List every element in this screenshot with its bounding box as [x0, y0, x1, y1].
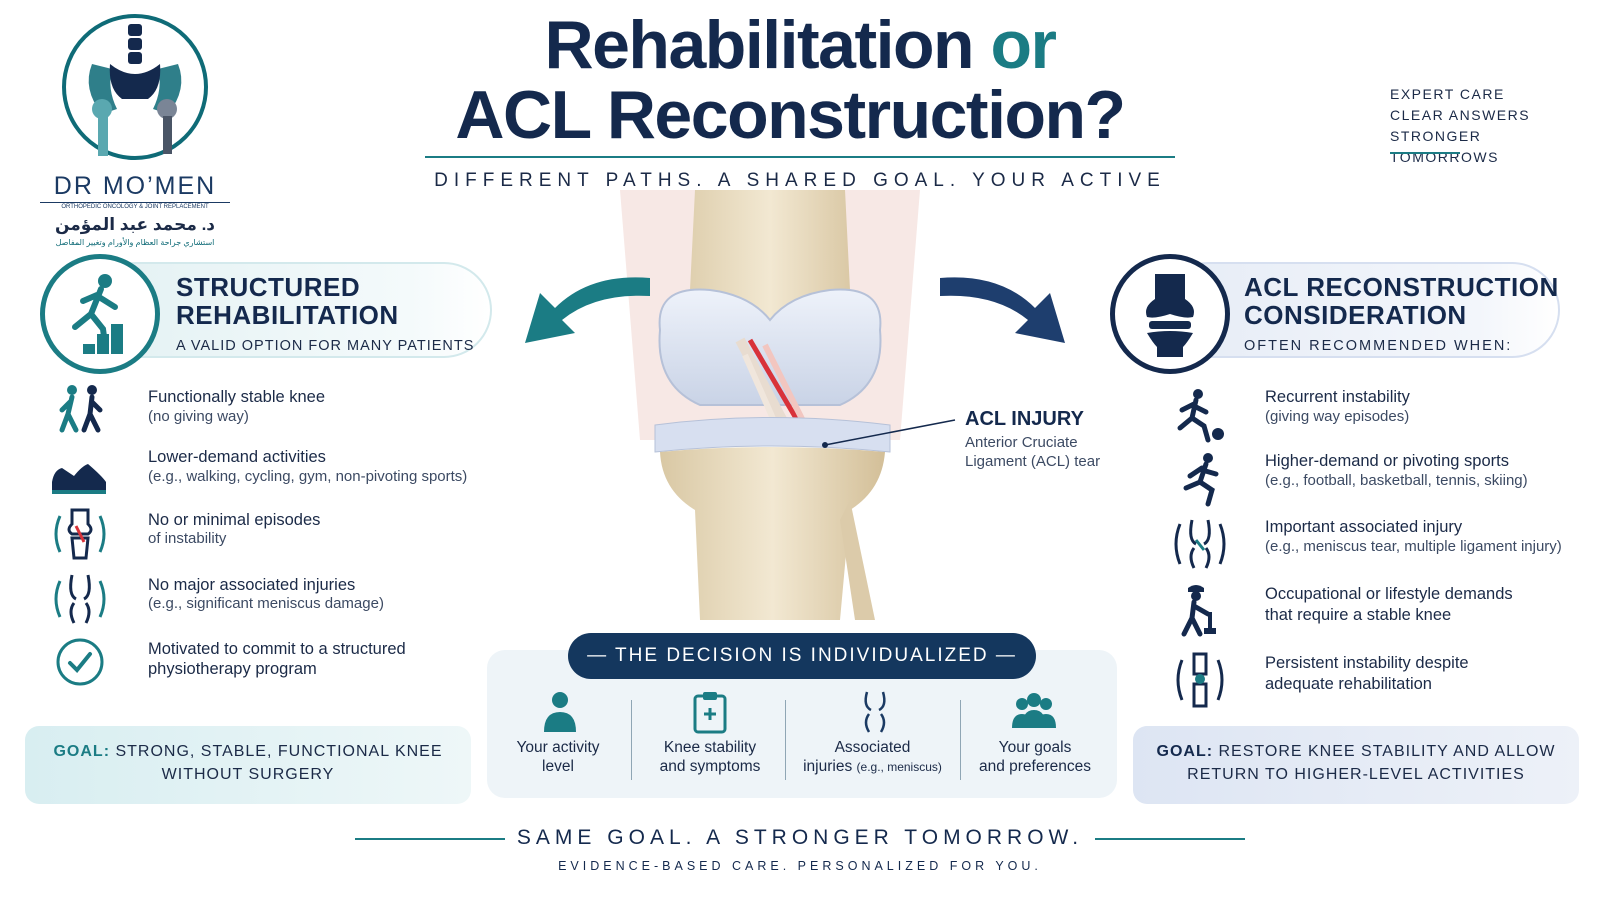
decision-factor-label: injuries (e.g., meniscus) — [803, 758, 942, 775]
list-item: Functionally stable knee — [148, 388, 326, 406]
worker-icon — [1181, 585, 1216, 637]
tagline-divider — [1390, 152, 1460, 154]
clinic-logo: DR MO’MEN ORTHOPEDIC ONCOLOGY & JOINT RE… — [40, 12, 230, 247]
list-item-sub: (e.g., football, basketball, tennis, ski… — [1265, 472, 1528, 489]
acl-header-badge — [1110, 254, 1230, 374]
acl-subtitle: OFTEN RECOMMENDED WHEN: — [1244, 338, 1513, 354]
decision-divider — [785, 700, 786, 780]
acl-injury-desc-2: Ligament (ACL) tear — [965, 453, 1101, 470]
knee-outline-icon — [54, 574, 106, 624]
footer-subline: EVIDENCE-BASED CARE. PERSONALIZED FOR YO… — [558, 859, 1042, 873]
acl-injury-label: ACL INJURY — [965, 408, 1084, 430]
arrow-right-icon — [940, 277, 1065, 343]
rehab-subtitle: A VALID OPTION FOR MANY PATIENTS — [176, 338, 475, 354]
list-item: Lower-demand activities — [148, 448, 326, 466]
acl-title-line2: CONSIDERATION — [1244, 300, 1467, 330]
list-item: Motivated to commit to a structured — [148, 640, 406, 658]
check-circle-icon — [56, 638, 104, 686]
logo-arabic-name: د. محمد عبد المؤمن — [54, 215, 216, 234]
rehab-header-pill — [88, 262, 492, 358]
knee-small-icon — [864, 691, 886, 733]
decision-factor-label: and symptoms — [659, 758, 761, 775]
tagline: EXPERT CARE CLEAR ANSWERS STRONGER TOMOR… — [1390, 84, 1590, 168]
list-item-sub: (e.g., meniscus tear, multiple ligament … — [1265, 538, 1562, 555]
list-item: No major associated injuries — [148, 576, 356, 594]
acl-injury-desc-1: Anterior Cruciate — [965, 434, 1078, 451]
group-icon — [1012, 693, 1056, 728]
rehab-goal-box: GOAL: STRONG, STABLE, FUNCTIONAL KNEE WI… — [25, 726, 471, 804]
list-item: Higher-demand or pivoting sports — [1265, 452, 1509, 470]
goal-text-2: WITHOUT SURGERY — [161, 766, 335, 783]
knee-joint-icon — [1146, 274, 1194, 357]
footer-divider-right — [1095, 838, 1245, 840]
list-item: Occupational or lifestyle demands — [1265, 585, 1513, 603]
page-title-line1: Rehabilitation or — [544, 7, 1057, 83]
list-item-sub: (no giving way) — [148, 408, 249, 425]
list-item: Persistent instability despite — [1265, 654, 1469, 672]
list-item: Important associated injury — [1265, 518, 1463, 536]
goal-text: RESTORE KNEE STABILITY AND ALLOW — [1218, 743, 1556, 760]
knee-injury-icon — [1174, 519, 1226, 569]
knee-illustration — [620, 190, 920, 620]
list-item-sub: that require a stable knee — [1265, 606, 1452, 624]
knee-joint-cycle-icon — [54, 508, 106, 560]
logo-arabic-subtitle: استشاري جراحة العظام والأورام وتغيير الم… — [55, 238, 215, 247]
list-item: Recurrent instability — [1265, 388, 1410, 406]
footer-headline: SAME GOAL. A STRONGER TOMORROW. — [516, 826, 1084, 849]
title-or: or — [990, 7, 1057, 83]
footer-divider-left — [355, 838, 505, 840]
list-item-sub: of instability — [148, 530, 227, 547]
list-item-sub: (giving way episodes) — [1265, 408, 1410, 425]
list-item-sub: adequate rehabilitation — [1265, 675, 1432, 693]
decision-divider — [631, 700, 632, 780]
decision-divider — [960, 700, 961, 780]
title-divider — [425, 156, 1175, 158]
acl-pointer-line — [822, 419, 956, 448]
goal-key: GOAL: — [1156, 743, 1214, 760]
page-title-line2: ACL Reconstruction? — [455, 77, 1126, 153]
knee-brace-icon — [1176, 652, 1224, 708]
tagline-line: STRONGER TOMORROWS — [1390, 128, 1499, 165]
list-item: No or minimal episodes — [148, 511, 321, 529]
walking-people-icon — [59, 385, 103, 433]
sneaker-icon — [52, 464, 106, 494]
rehab-header-badge — [40, 254, 160, 374]
running-person-icon — [1183, 453, 1219, 507]
decision-factor-label: Your activity — [516, 739, 600, 756]
goal-text: STRONG, STABLE, FUNCTIONAL KNEE — [115, 743, 443, 760]
goal-text-2: RETURN TO HIGHER-LEVEL ACTIVITIES — [1187, 766, 1525, 783]
soccer-player-icon — [1177, 389, 1224, 443]
list-item-sub: (e.g., walking, cycling, gym, non-pivoti… — [148, 468, 468, 485]
decision-factor-label: Associated — [834, 739, 911, 756]
rehab-title-line2: REHABILITATION — [176, 300, 399, 330]
tagline-line: CLEAR ANSWERS — [1390, 107, 1531, 123]
goal-key: GOAL: — [53, 743, 111, 760]
logo-name: DR MO’MEN — [53, 172, 217, 200]
decision-badge: — THE DECISION IS INDIVIDUALIZED — — [568, 633, 1036, 679]
person-icon — [544, 692, 576, 732]
pelvis-logo-icon — [88, 24, 182, 156]
acl-goal-box: GOAL: RESTORE KNEE STABILITY AND ALLOW R… — [1133, 726, 1579, 804]
decision-factor-label: and preferences — [978, 758, 1092, 775]
clipboard-icon — [693, 692, 727, 734]
decision-factor-label: Your goals — [998, 739, 1072, 756]
rehab-title-line1: STRUCTURED — [176, 272, 361, 302]
acl-title-line1: ACL RECONSTRUCTION — [1244, 272, 1559, 302]
list-item-sub: (e.g., significant meniscus damage) — [148, 595, 384, 612]
tagline-line: EXPERT CARE — [1390, 86, 1505, 102]
decision-factor-label: level — [542, 758, 574, 775]
list-item-sub: physiotherapy program — [148, 660, 317, 678]
stair-climber-icon — [72, 274, 123, 354]
logo-subtitle: ORTHOPEDIC ONCOLOGY & JOINT REPLACEMENT — [40, 202, 230, 210]
arrow-left-icon — [525, 277, 650, 343]
decision-factor-label: Knee stability — [663, 739, 757, 756]
